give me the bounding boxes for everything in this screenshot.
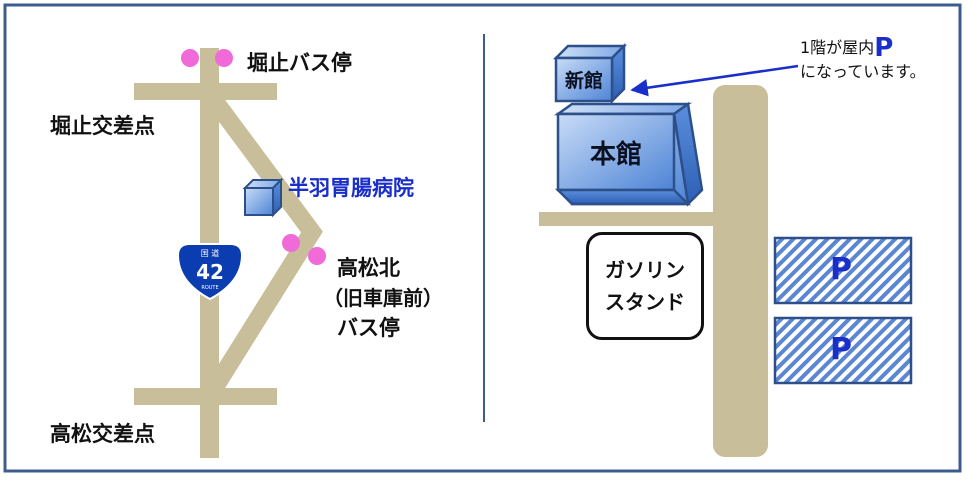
route-shield-bottom: ROUTE bbox=[201, 285, 218, 291]
parking-upper-p-icon: P bbox=[830, 252, 852, 287]
bus-stop-north-label: 堀止バス停 bbox=[247, 51, 352, 75]
parking-lot-lower bbox=[773, 316, 913, 385]
route-42-shield-icon: 国 道 42 ROUTE bbox=[176, 243, 244, 301]
bus-stop-south-label-line1: 高松北 bbox=[337, 256, 400, 280]
bus-stop-marker-north-1 bbox=[181, 49, 199, 67]
bus-stop-marker-north-2 bbox=[215, 49, 233, 67]
parking-lower-p-icon: P bbox=[830, 332, 852, 367]
gas-station-label-line1: ガソリン bbox=[605, 258, 685, 282]
left-map: 国 道 42 ROUTE bbox=[134, 48, 326, 458]
annex-building bbox=[552, 42, 628, 105]
parking-note-line2: になっています。 bbox=[800, 62, 926, 81]
bus-stop-south-label-line2: （旧車庫前） bbox=[323, 286, 443, 310]
route-shield-top: 国 道 bbox=[201, 248, 220, 258]
parking-lot-upper bbox=[773, 236, 913, 305]
right-map bbox=[539, 42, 913, 457]
route-shield-number: 42 bbox=[196, 260, 224, 284]
main-building bbox=[554, 101, 704, 207]
parking-note-arrow bbox=[630, 64, 799, 97]
bus-stop-marker-south-2 bbox=[308, 247, 326, 265]
intersection-south-label: 高松交差点 bbox=[50, 422, 155, 446]
parking-note: 1階が屋内P になっています。 bbox=[800, 33, 926, 83]
intersection-north-label: 堀止交差点 bbox=[50, 114, 155, 138]
south-cross-road bbox=[134, 388, 277, 405]
bus-stop-marker-south-1 bbox=[282, 234, 300, 252]
parking-note-prefix: 1階が屋内 bbox=[800, 38, 875, 57]
annex-label: 新館 bbox=[565, 70, 604, 92]
gas-station-label-line2: スタンド bbox=[605, 290, 685, 314]
gas-station: ガソリン スタンド bbox=[586, 232, 704, 340]
main-road bbox=[713, 85, 768, 457]
hospital-building-icon bbox=[242, 177, 284, 218]
hospital-label: 半羽胃腸病院 bbox=[288, 176, 414, 200]
hospital-side-road bbox=[204, 94, 323, 397]
north-cross-road bbox=[134, 83, 277, 100]
parking-note-p-icon: P bbox=[874, 33, 894, 63]
parking-note-line1: 1階が屋内P bbox=[800, 33, 926, 63]
main-building-label: 本館 bbox=[590, 140, 643, 170]
bus-stop-south-label-line3: バス停 bbox=[337, 316, 400, 340]
side-road bbox=[539, 212, 717, 226]
